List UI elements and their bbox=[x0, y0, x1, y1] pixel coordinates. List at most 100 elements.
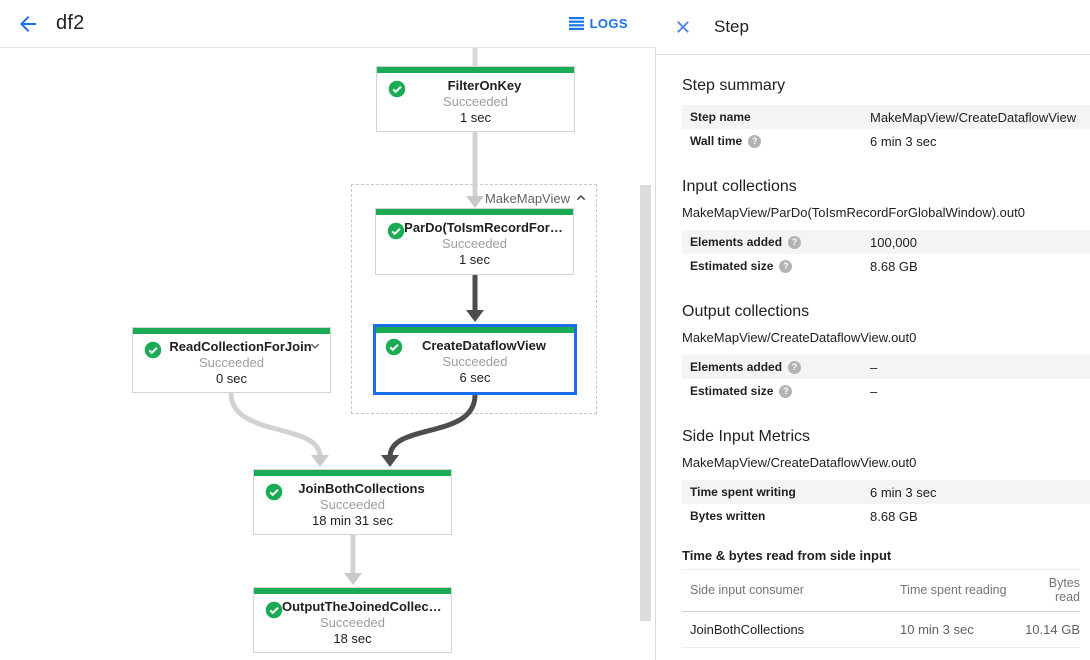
node-title: OutputTheJoinedCollec… bbox=[282, 599, 442, 614]
table-row: JoinBothCollections 10 min 3 sec 10.14 G… bbox=[682, 612, 1080, 648]
row-label-text: Elements added bbox=[690, 360, 783, 374]
row-value: 6 min 3 sec bbox=[870, 133, 937, 149]
step-summary-rows: Step name MakeMapView/CreateDataflowView… bbox=[682, 105, 1090, 153]
output-collections-rows: Elements added ? – Estimated size ? – bbox=[682, 355, 1090, 403]
side-input-metrics-rows: Time spent writing 6 min 3 sec Bytes wri… bbox=[682, 480, 1090, 528]
job-title: df2 bbox=[56, 12, 85, 34]
node-time: 1 sec bbox=[458, 252, 491, 267]
section-heading-input-collections: Input collections bbox=[682, 178, 797, 195]
help-icon[interactable]: ? bbox=[788, 360, 802, 374]
section-heading-step-summary: Step summary bbox=[682, 77, 786, 94]
pane-divider bbox=[655, 48, 656, 660]
graph-header: df2 LOGS bbox=[0, 0, 656, 48]
node-time: 0 sec bbox=[215, 371, 248, 386]
row-value: 8.68 GB bbox=[870, 258, 918, 274]
row-label-text: Time spent writing bbox=[690, 485, 796, 499]
node-status: Succeeded bbox=[319, 615, 386, 630]
row-label-text: Bytes written bbox=[690, 509, 766, 523]
graph-node-pardo-toismrecord[interactable]: ParDo(ToIsmRecordFor… Succeeded 1 sec bbox=[375, 208, 574, 275]
row-label-text: Estimated size bbox=[690, 259, 774, 273]
graph-node-createdataflowview[interactable]: CreateDataflowView Succeeded 6 sec bbox=[373, 324, 577, 395]
node-title: ParDo(ToIsmRecordFor… bbox=[404, 220, 563, 235]
row-value: 100,000 bbox=[870, 234, 917, 250]
node-status-bar bbox=[133, 328, 330, 334]
row-label-text: Estimated size bbox=[690, 384, 774, 398]
panel-header: Step bbox=[656, 0, 1090, 55]
graph-node-filteronkey[interactable]: FilterOnKey Succeeded 1 sec bbox=[376, 66, 575, 132]
help-icon[interactable]: ? bbox=[748, 134, 762, 148]
side-input-table-header: Side input consumer Time spent reading B… bbox=[682, 569, 1080, 612]
row-value: – bbox=[870, 359, 878, 375]
row-label-text: Elements added bbox=[690, 235, 783, 249]
column-header-time-spent-reading: Time spent reading bbox=[900, 583, 1007, 597]
row-value: – bbox=[870, 383, 878, 399]
section-heading-side-input-metrics: Side Input Metrics bbox=[682, 428, 811, 445]
row-label-text: Wall time bbox=[690, 134, 743, 148]
section-heading-output-collections: Output collections bbox=[682, 303, 810, 320]
node-time: 18 min 31 sec bbox=[312, 513, 393, 528]
node-title: CreateDataflowView bbox=[421, 338, 547, 353]
row-label: Step name bbox=[682, 110, 870, 124]
side-input-collection-name[interactable]: MakeMapView/CreateDataflowView.out0 bbox=[682, 455, 917, 470]
pipeline-graph-pane: df2 LOGS MakeMapView bbox=[0, 0, 656, 660]
row-label: Time spent writing bbox=[682, 485, 870, 499]
table-row: Step name MakeMapView/CreateDataflowView bbox=[682, 105, 1090, 129]
node-status-bar bbox=[376, 327, 574, 333]
graph-node-outputthejoinedcollection[interactable]: OutputTheJoinedCollec… Succeeded 18 sec bbox=[253, 587, 452, 653]
close-icon[interactable] bbox=[674, 18, 692, 36]
success-check-icon bbox=[265, 483, 283, 501]
logs-button[interactable]: LOGS bbox=[568, 16, 628, 31]
help-icon[interactable]: ? bbox=[779, 384, 793, 398]
logs-icon bbox=[568, 17, 584, 30]
row-label: Estimated size ? bbox=[682, 259, 870, 273]
table-row: Elements added ? – bbox=[682, 355, 1090, 379]
node-status-bar bbox=[254, 470, 451, 476]
success-check-icon bbox=[388, 80, 406, 98]
group-makemapview-label[interactable]: MakeMapView bbox=[485, 190, 589, 206]
node-time: 6 sec bbox=[459, 370, 491, 385]
output-collection-name[interactable]: MakeMapView/CreateDataflowView.out0 bbox=[682, 330, 917, 345]
node-title: JoinBothCollections bbox=[298, 481, 425, 496]
row-label: Elements added ? bbox=[682, 360, 870, 374]
node-status-bar bbox=[377, 67, 574, 73]
row-label: Bytes written bbox=[682, 509, 870, 523]
table-row: Elements added ? 100,000 bbox=[682, 230, 1090, 254]
group-label-text: MakeMapView bbox=[484, 190, 570, 206]
side-input-table-heading: Time & bytes read from side input bbox=[682, 548, 892, 563]
pipeline-canvas: MakeMapView bbox=[0, 48, 656, 660]
node-title: ReadCollectionForJoin bbox=[169, 339, 312, 354]
node-status-bar bbox=[254, 588, 451, 594]
back-arrow-icon[interactable] bbox=[16, 12, 40, 36]
table-row: Bytes written 8.68 GB bbox=[682, 504, 1090, 528]
success-check-icon bbox=[144, 341, 162, 359]
success-check-icon bbox=[385, 338, 403, 356]
step-details-panel: Step Step summary Step name MakeMapView/… bbox=[656, 0, 1090, 660]
column-header-consumer: Side input consumer bbox=[690, 583, 804, 597]
row-label: Estimated size ? bbox=[682, 384, 870, 398]
help-icon[interactable]: ? bbox=[779, 259, 793, 273]
side-input-table: Side input consumer Time spent reading B… bbox=[682, 569, 1080, 648]
table-row: Time spent writing 6 min 3 sec bbox=[682, 480, 1090, 504]
success-check-icon bbox=[387, 222, 405, 240]
row-label: Wall time ? bbox=[682, 134, 870, 148]
node-title: FilterOnKey bbox=[447, 78, 522, 93]
row-value: MakeMapView/CreateDataflowView bbox=[870, 109, 1077, 125]
success-check-icon bbox=[265, 601, 283, 619]
node-time: 1 sec bbox=[459, 110, 492, 125]
table-row: Wall time ? 6 min 3 sec bbox=[682, 129, 1090, 153]
side-input-consumer-link[interactable]: JoinBothCollections bbox=[690, 622, 805, 637]
graph-node-joinbothcollections[interactable]: JoinBothCollections Succeeded 18 min 31 … bbox=[253, 469, 452, 535]
vertical-scrollbar[interactable] bbox=[640, 185, 651, 621]
node-status: Succeeded bbox=[441, 236, 508, 251]
panel-body: Step summary Step name MakeMapView/Creat… bbox=[656, 55, 1090, 648]
column-header-bytes-read: Bytes read bbox=[1048, 576, 1080, 604]
chevron-up-icon bbox=[576, 194, 586, 201]
node-status: Succeeded bbox=[442, 94, 509, 109]
chevron-down-icon[interactable] bbox=[306, 337, 324, 355]
help-icon[interactable]: ? bbox=[788, 235, 802, 249]
input-collection-name[interactable]: MakeMapView/ParDo(ToIsmRecordForGlobalWi… bbox=[682, 205, 1025, 220]
bytes-read-value: 10.14 GB bbox=[1025, 622, 1080, 637]
node-status: Succeeded bbox=[442, 354, 508, 369]
panel-title: Step bbox=[714, 17, 749, 36]
graph-node-readcollectionforjoin[interactable]: ReadCollectionForJoin Succeeded 0 sec bbox=[132, 327, 331, 393]
